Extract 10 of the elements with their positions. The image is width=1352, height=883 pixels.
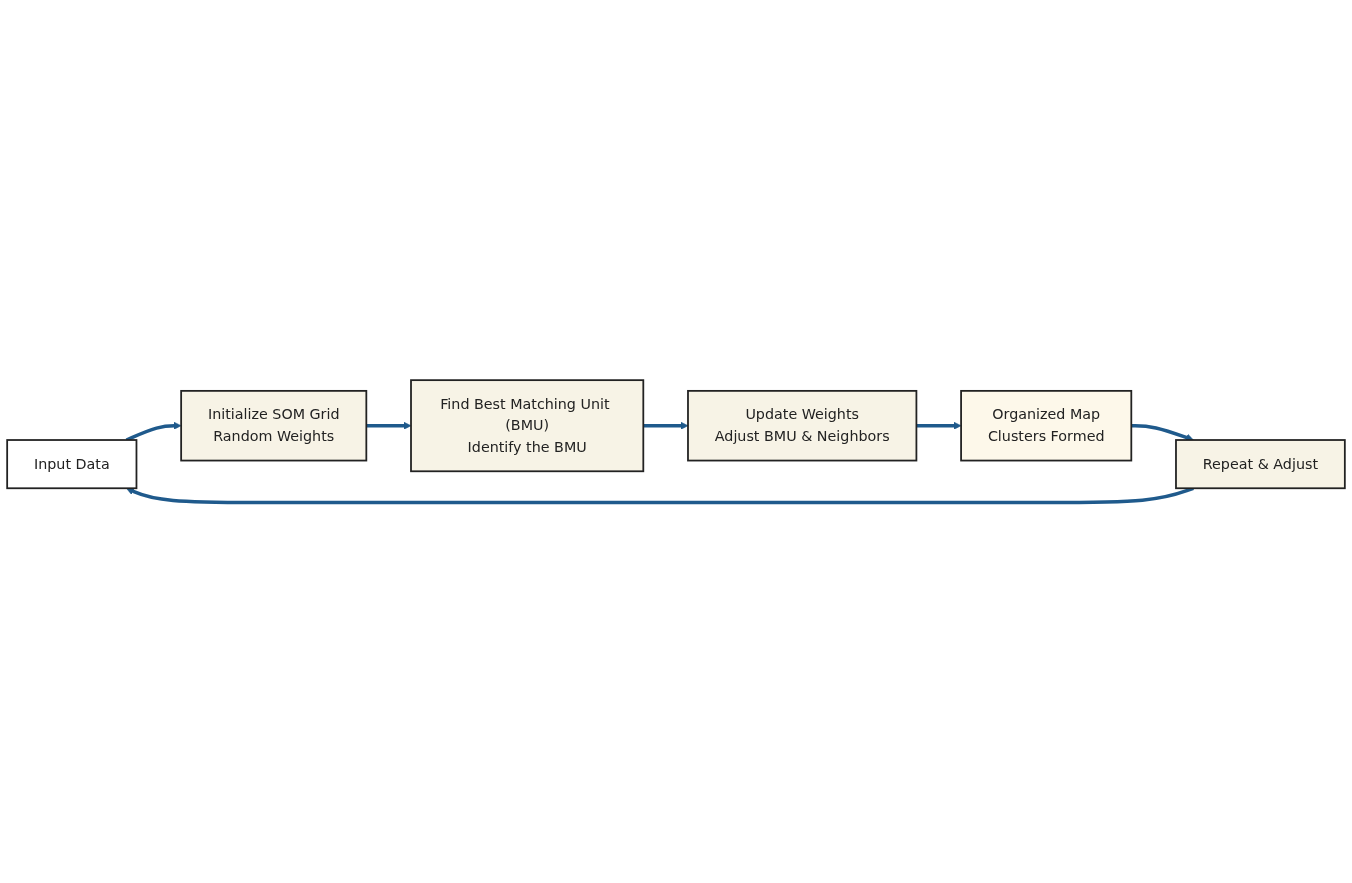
node-box: Update Weights Adjust BMU & Neighbors <box>687 390 918 462</box>
node-box: Organized Map Clusters Formed <box>960 390 1133 462</box>
node-box: Find Best Matching Unit (BMU) Identify the BMU <box>410 379 645 473</box>
arrow <box>916 421 962 430</box>
node-box: Input Data <box>6 439 138 490</box>
node-box: Initialize SOM Grid Random Weights <box>180 390 368 462</box>
arrow <box>125 421 182 442</box>
node-box: Repeat & Adjust <box>1175 439 1346 490</box>
arrow <box>1131 424 1194 442</box>
arrow <box>366 421 412 430</box>
